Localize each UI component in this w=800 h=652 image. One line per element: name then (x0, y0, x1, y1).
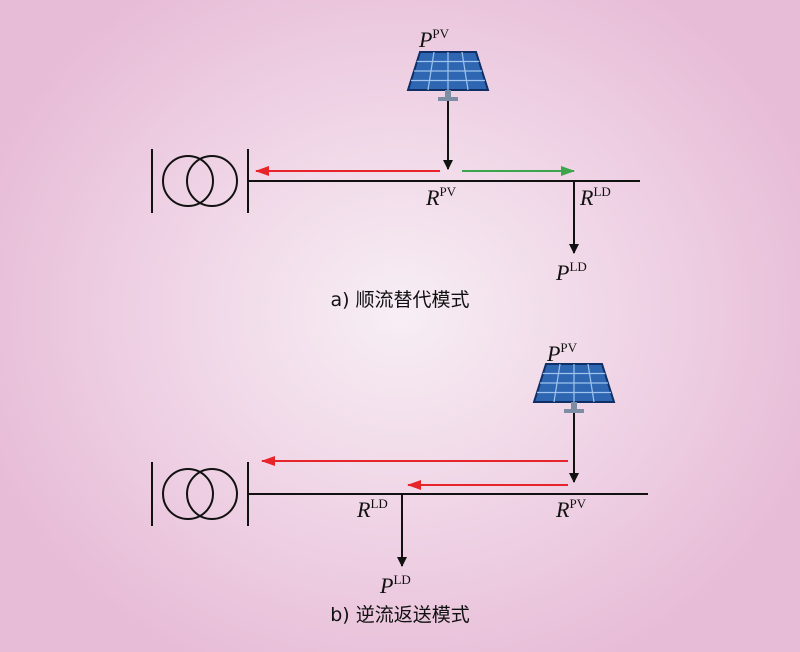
caption-b: b) 逆流返送模式 (330, 604, 470, 626)
diagram-a: PPV RPV RLD PLD a) 顺流替代模式 (151, 26, 640, 311)
solar-panel-icon (533, 363, 615, 414)
diagram-b: PPV RLD RPV PLD b) 逆流返送模式 (151, 340, 648, 626)
r-pv-label: RPV (555, 496, 587, 522)
p-ld-label: PLD (555, 259, 587, 285)
r-pv-label: RPV (425, 184, 457, 210)
pv-label: PPV (546, 340, 578, 366)
transformer-icon (151, 461, 249, 527)
r-ld-label: RLD (579, 184, 611, 210)
solar-panel-icon (407, 51, 489, 102)
pv-label: PPV (418, 26, 450, 52)
p-ld-label: PLD (379, 572, 411, 598)
transformer-icon (151, 148, 249, 214)
caption-a: a) 顺流替代模式 (330, 289, 469, 311)
r-ld-label: RLD (356, 496, 388, 522)
